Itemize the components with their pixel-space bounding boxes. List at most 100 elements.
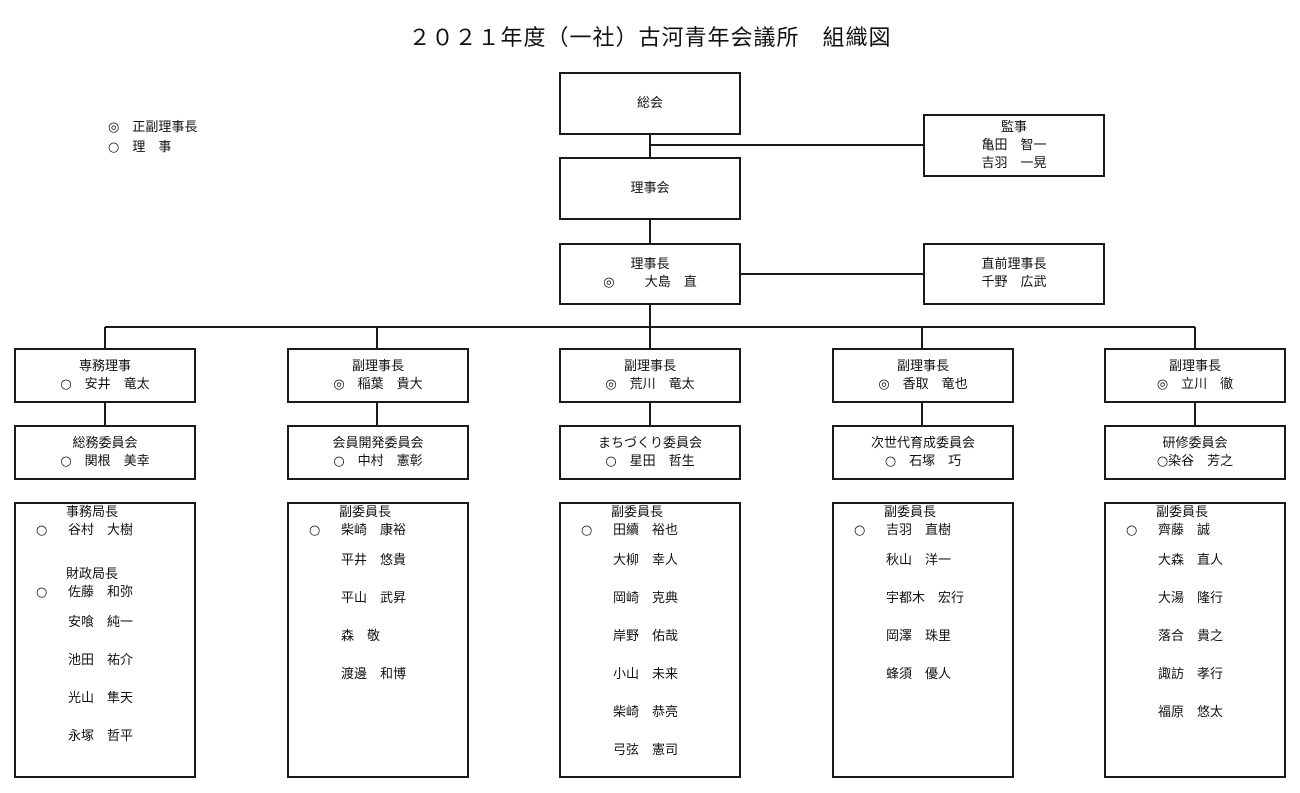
member-mark: ○	[309, 523, 321, 538]
officer-name: 香取 竜也	[902, 376, 968, 392]
committee-chair-mark: ○	[1156, 453, 1169, 469]
officer-line: ◎ 香取 竜也	[878, 376, 967, 394]
member-row: 渡邊 和博	[289, 656, 467, 694]
committee-chair-name: 染谷 芳之	[1168, 453, 1234, 469]
committee-chair-name: 星田 哲生	[629, 453, 695, 469]
auditors-title: 監事	[1000, 119, 1027, 135]
member-row: ○齊藤 誠	[1106, 520, 1284, 542]
officer-title: 副理事長	[896, 358, 949, 374]
president-box: 理事長 ◎ 大島 直	[559, 243, 741, 305]
committee-chair-mark: ○	[884, 453, 897, 469]
committee-box: 総務委員会 ○ 関根 美幸	[14, 425, 196, 480]
group-title: 事務局長	[66, 505, 119, 520]
group-title: 財政局長	[66, 567, 119, 582]
officer-line: ○ 安井 竜太	[60, 376, 149, 394]
officer-title: 副理事長	[1168, 358, 1221, 374]
member-row: 森 敬	[289, 618, 467, 656]
committee-name: 次世代育成委員会	[870, 435, 975, 451]
committee-box: 研修委員会 ○染谷 芳之	[1104, 425, 1286, 480]
member-name: 森 敬	[341, 629, 381, 644]
member-name: 弓弦 憲司	[613, 743, 679, 758]
member-group: 副委員長 ○田續 裕也 大柳 幸人 岡崎 克典 岸野 佑哉 小山 未来 柴崎 恭…	[561, 506, 739, 770]
general-assembly-label: 総会	[636, 95, 663, 111]
committee-name: 研修委員会	[1162, 435, 1228, 451]
member-name: 落合 貴之	[1158, 629, 1224, 644]
members-box: 副委員長 ○田續 裕也 大柳 幸人 岡崎 克典 岸野 佑哉 小山 未来 柴崎 恭…	[559, 502, 741, 778]
member-row: 光山 隼天	[16, 680, 194, 718]
auditors-box: 監事 亀田 智一 吉羽 一晃	[923, 114, 1105, 177]
committee-name: 会員開発委員会	[332, 435, 424, 451]
member-row: 岸野 佑哉	[561, 618, 739, 656]
committee-box: 会員開発委員会 ○ 中村 憲彰	[287, 425, 469, 480]
board-box: 理事会	[559, 157, 741, 220]
committee-chair-line: ○ 石塚 巧	[885, 453, 961, 471]
president-title: 理事長	[630, 257, 670, 272]
president-mark: ◎	[603, 275, 615, 290]
member-name: 池田 祐介	[68, 653, 134, 668]
member-group: 財政局長 ○佐藤 和弥 安喰 純一 池田 祐介 光山 隼天 永塚 哲平	[16, 568, 194, 756]
member-name: 諏訪 孝行	[1158, 667, 1224, 682]
committee-chair-line: ○染谷 芳之	[1157, 453, 1233, 471]
member-row: 柴崎 恭亮	[561, 694, 739, 732]
member-mark: ○	[36, 523, 48, 538]
member-name: 福原 悠太	[1158, 705, 1224, 720]
committee-chair-name: 石塚 巧	[909, 453, 962, 469]
member-name: 安喰 純一	[68, 615, 134, 630]
member-name: 吉羽 直樹	[886, 523, 952, 538]
member-row: 蜂須 優人	[834, 656, 1012, 694]
member-name: 佐藤 和弥	[68, 585, 134, 600]
officer-name: 立川 徹	[1181, 376, 1234, 392]
officer-box: 専務理事 ○ 安井 竜太	[14, 348, 196, 403]
legend-label: 理 事	[132, 140, 172, 155]
member-row: ○佐藤 和弥	[16, 582, 194, 604]
member-row: 平山 武昇	[289, 580, 467, 618]
members-box: 副委員長 ○ 柴崎 康裕 平井 悠貴 平山 武昇 森 敬 渡邊 和博	[287, 502, 469, 778]
member-name: 大森 直人	[1158, 553, 1224, 568]
member-name: 柴崎 康裕	[341, 523, 407, 538]
officer-title: 副理事長	[623, 358, 676, 374]
committee-box: 次世代育成委員会 ○ 石塚 巧	[832, 425, 1014, 480]
member-row: 諏訪 孝行	[1106, 656, 1284, 694]
member-name: 光山 隼天	[68, 691, 134, 706]
general-assembly-box: 総会	[559, 72, 741, 135]
member-name: 大柳 幸人	[613, 553, 679, 568]
member-row: 大柳 幸人	[561, 542, 739, 580]
officer-mark: ◎	[333, 376, 345, 392]
officer-box: 副理事長 ◎ 荒川 竜太	[559, 348, 741, 403]
member-row: ○田續 裕也	[561, 520, 739, 542]
member-row: ○谷村 大樹	[16, 520, 194, 542]
officer-box: 副理事長 ◎ 立川 徹	[1104, 348, 1286, 403]
member-name: 大湯 隆行	[1158, 591, 1224, 606]
member-row: ○ 柴崎 康裕	[289, 520, 467, 542]
officer-name: 安井 竜太	[84, 376, 150, 392]
officer-mark: ◎	[1156, 376, 1169, 392]
member-mark: ○	[1126, 523, 1138, 538]
auditor-name: 吉羽 一晃	[981, 155, 1047, 171]
members-box: 副委員長 ○吉羽 直樹 秋山 洋一 宇都木 宏行 岡澤 珠里 蜂須 優人	[832, 502, 1014, 778]
member-row: ○吉羽 直樹	[834, 520, 1012, 542]
member-name: 岸野 佑哉	[613, 629, 679, 644]
member-name: 蜂須 優人	[886, 667, 952, 682]
committee-chair-mark: ○	[605, 453, 617, 469]
officer-title: 専務理事	[78, 358, 131, 374]
president-line: ◎ 大島 直	[603, 274, 697, 292]
member-group: 事務局長 ○谷村 大樹	[16, 506, 194, 542]
member-row: 岡澤 珠里	[834, 618, 1012, 656]
member-row: 池田 祐介	[16, 642, 194, 680]
past-president-name: 千野 広武	[981, 275, 1047, 290]
member-row: 平井 悠貴	[289, 542, 467, 580]
member-name: 宇都木 宏行	[886, 591, 965, 606]
committee-chair-name: 中村 憲彰	[357, 453, 423, 469]
member-row: 大湯 隆行	[1106, 580, 1284, 618]
committee-chair-line: ○ 星田 哲生	[605, 453, 694, 471]
legend-label: 正副理事長	[132, 120, 198, 135]
officer-name: 荒川 竜太	[629, 376, 695, 392]
committee-chair-mark: ○	[60, 453, 72, 469]
officer-box: 副理事長 ◎ 香取 竜也	[832, 348, 1014, 403]
member-group: 副委員長 ○ 柴崎 康裕 平井 悠貴 平山 武昇 森 敬 渡邊 和博	[289, 506, 467, 694]
group-title: 副委員長	[611, 505, 664, 520]
member-row: 大森 直人	[1106, 542, 1284, 580]
group-title: 副委員長	[339, 505, 392, 520]
committee-chair-line: ○ 中村 憲彰	[333, 453, 422, 471]
member-name: 平山 武昇	[341, 591, 407, 606]
